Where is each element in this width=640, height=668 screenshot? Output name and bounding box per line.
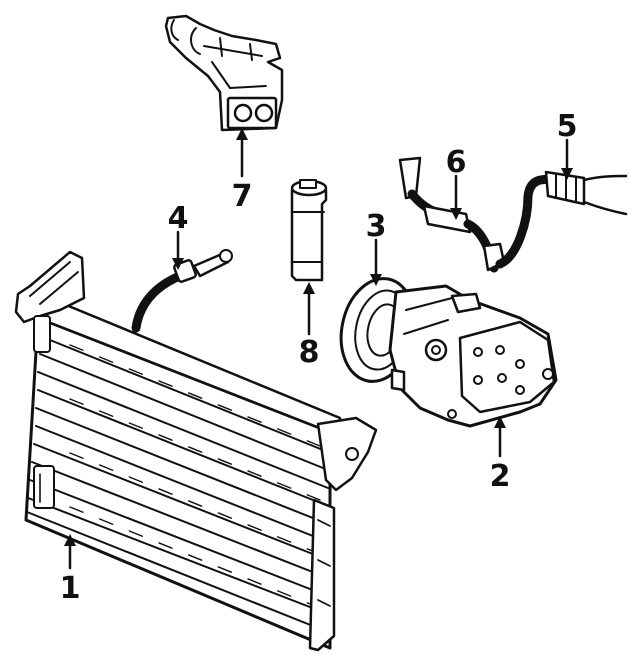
compressor-manifold [164, 14, 284, 132]
callout-4: 4 [168, 201, 189, 236]
leader-arrows [64, 128, 573, 570]
callout-6: 6 [446, 145, 467, 180]
refrigerant-hose [131, 249, 233, 333]
ac-compressor [339, 277, 558, 428]
callout-5: 5 [557, 109, 578, 144]
condenser [14, 250, 378, 652]
callout-8: 8 [299, 335, 320, 370]
receiver-drier [290, 179, 328, 282]
callout-2: 2 [490, 459, 511, 494]
suction-line-assembly [398, 156, 628, 273]
callout-1: 1 [60, 571, 81, 606]
callout-7: 7 [232, 179, 253, 214]
callout-3: 3 [366, 209, 387, 244]
